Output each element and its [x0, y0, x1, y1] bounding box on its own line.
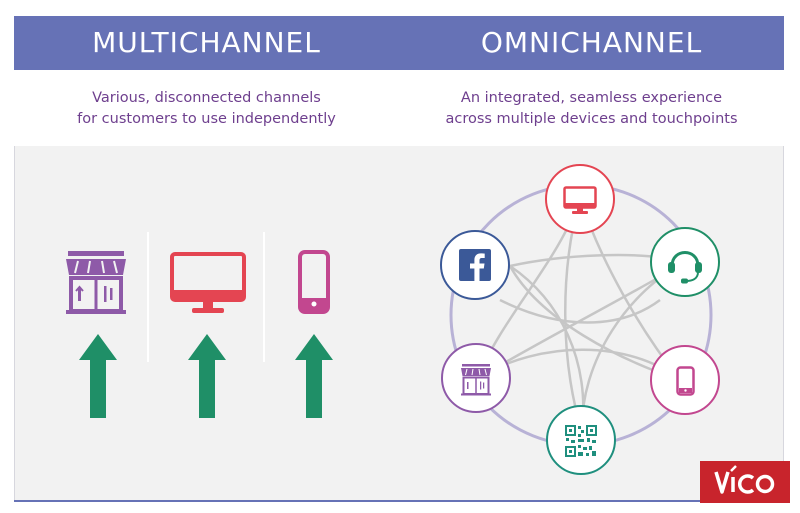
arrow-up-icon — [79, 334, 117, 418]
omni-node-monitor — [545, 164, 615, 234]
omnichannel-title: OMNICHANNEL — [480, 26, 703, 59]
omnichannel-description-line-2: across multiple devices and touchpoints — [445, 111, 738, 127]
multichannel-diagram — [66, 232, 333, 418]
store-icon — [461, 364, 491, 396]
omni-node-smartphone — [650, 345, 720, 415]
omni-node-store — [441, 343, 511, 413]
multichannel-description-line-2: for customers to use independently — [77, 111, 336, 127]
connection-line — [499, 298, 661, 324]
monitor-icon — [170, 252, 246, 313]
qr-code-icon — [565, 425, 597, 457]
omni-node-facebook — [440, 230, 510, 300]
omni-node-qr-code — [546, 405, 616, 475]
monitor-icon — [563, 186, 597, 214]
facebook-icon — [459, 249, 491, 281]
multichannel-description: Various, disconnected channels for custo… — [14, 88, 399, 130]
content-area — [14, 146, 784, 501]
arrow-up-icon — [295, 334, 333, 418]
multichannel-description-line-1: Various, disconnected channels — [92, 90, 321, 106]
subtitle-band: Various, disconnected channels for custo… — [14, 70, 784, 146]
store-icon — [66, 251, 126, 314]
vico-logo — [700, 461, 790, 503]
omnichannel-description-line-1: An integrated, seamless experience — [460, 90, 723, 106]
bottom-border — [14, 500, 784, 502]
multichannel-title: MULTICHANNEL — [92, 26, 321, 59]
omni-node-headset — [650, 227, 720, 297]
omnichannel-description: An integrated, seamless experience acros… — [399, 88, 784, 130]
arrow-up-icon — [188, 334, 226, 418]
header-bar: MULTICHANNEL OMNICHANNEL — [14, 16, 784, 70]
headset-icon — [668, 251, 702, 284]
omnichannel-diagram — [440, 164, 720, 475]
smartphone-icon — [298, 250, 330, 314]
smartphone-icon — [676, 366, 695, 396]
